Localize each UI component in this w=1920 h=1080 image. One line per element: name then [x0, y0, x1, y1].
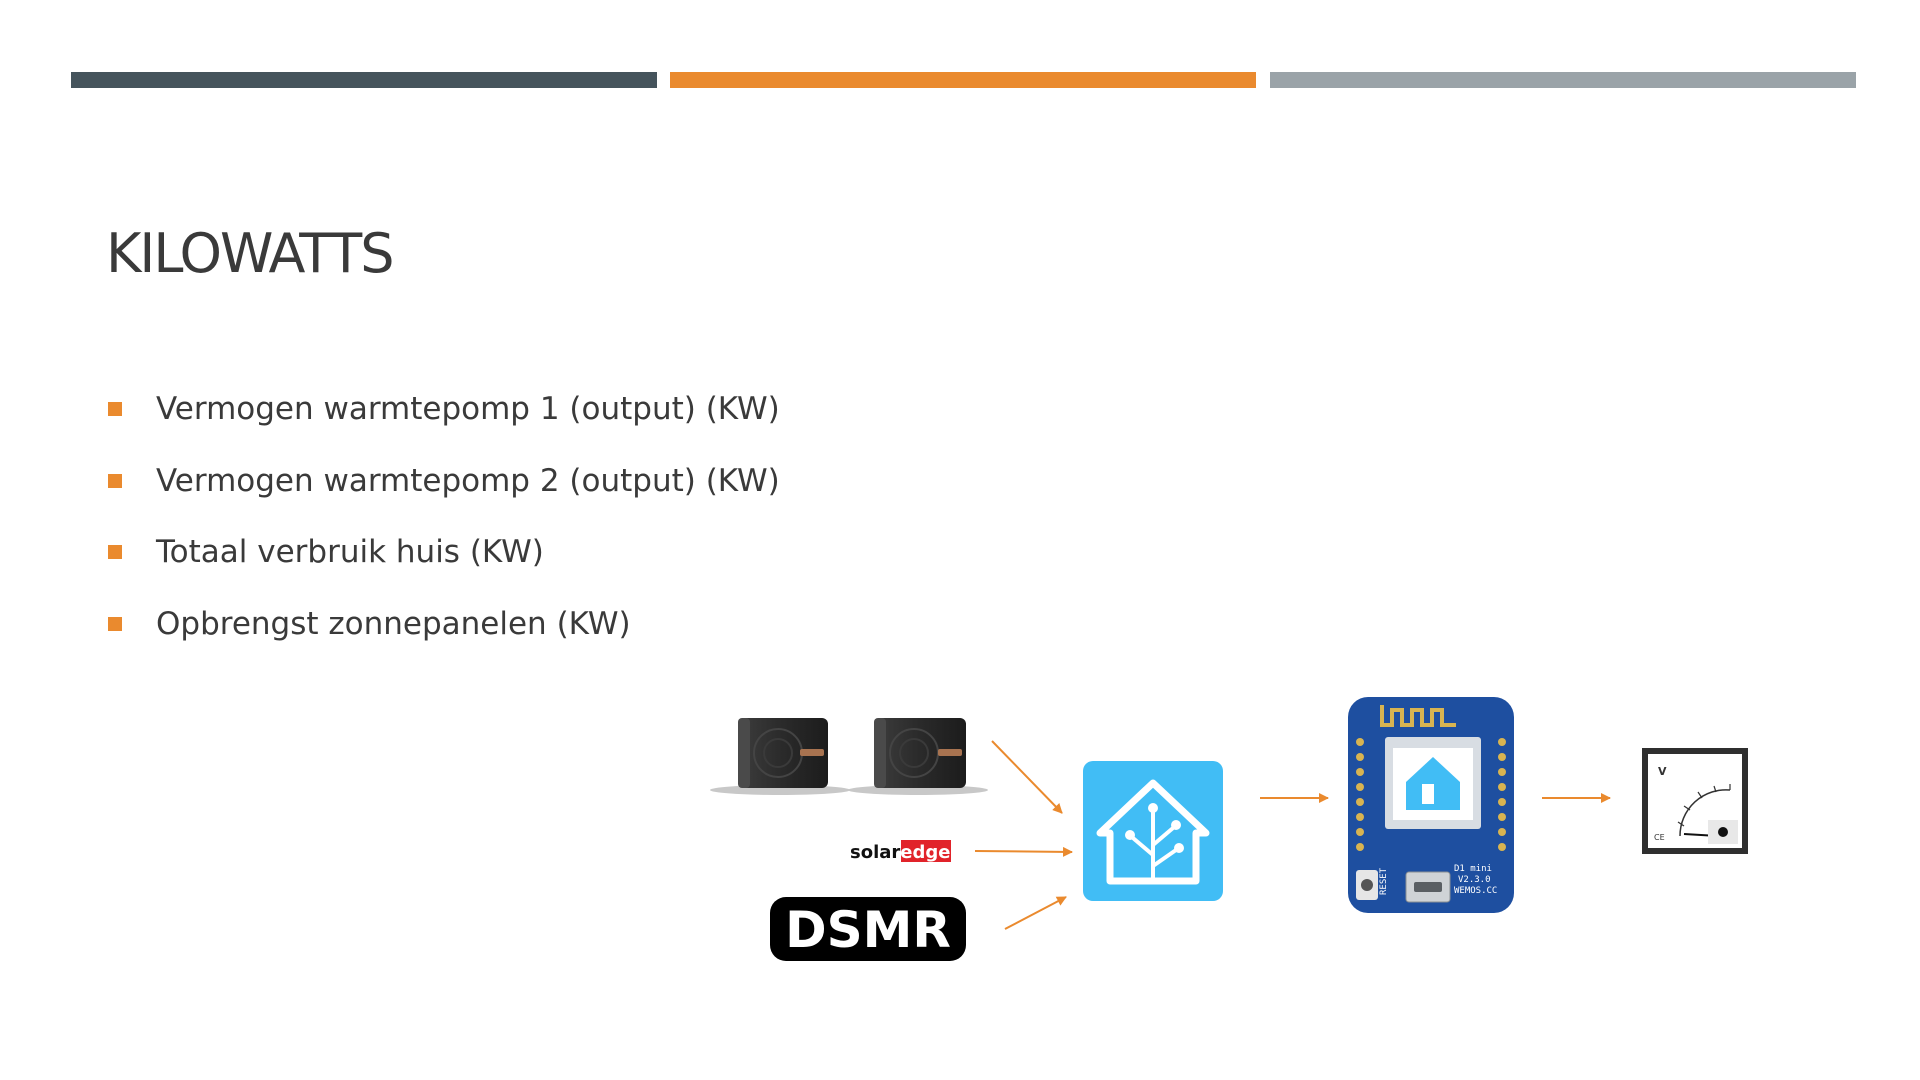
wemos-reset-text: RESET [1379, 867, 1389, 895]
bullet-text: Opbrengst zonnepanelen (KW) [156, 605, 631, 642]
bullet-square-icon [108, 545, 122, 559]
slide-title: KILOWATTS [106, 222, 394, 285]
meter-ce-mark: CE [1654, 833, 1665, 842]
bullet-square-icon [108, 616, 122, 631]
bullet-item: Vermogen warmtepomp 2 (output) (KW) [108, 460, 780, 532]
arrow-dsmr-to-ha [1004, 896, 1067, 930]
home-assistant-icon [1083, 761, 1223, 901]
analog-voltmeter-icon: V CE [1642, 748, 1748, 854]
bullet-square-icon [108, 473, 122, 488]
bullet-text: Vermogen warmtepomp 2 (output) (KW) [156, 462, 780, 499]
heat-pump-2-icon [848, 718, 988, 795]
bullet-item: Vermogen warmtepomp 1 (output) (KW) [108, 388, 780, 460]
meter-unit-label: V [1658, 765, 1667, 778]
solaredge-part1: solar [850, 842, 900, 863]
bullet-item: Totaal verbruik huis (KW) [108, 531, 780, 603]
dsmr-logo: DSMR [770, 897, 966, 961]
bullet-text: Vermogen warmtepomp 1 (output) (KW) [156, 391, 780, 427]
bullet-square-icon [108, 402, 122, 416]
solaredge-part2: edge [900, 842, 950, 863]
wemos-d1-mini-board: D1 mini V2.3.0 WEMOS.CC RESET [1348, 697, 1514, 913]
top-bar-gray [1270, 72, 1856, 88]
bullet-list: Vermogen warmtepomp 1 (output) (KW) Verm… [108, 388, 780, 674]
arrow-heatpumps-to-ha [991, 740, 1063, 814]
dsmr-label: DSMR [785, 901, 951, 959]
bullet-item: Opbrengst zonnepanelen (KW) [108, 603, 780, 675]
heat-pump-1-icon [710, 718, 850, 795]
wemos-model-text: D1 mini [1454, 864, 1492, 874]
arrow-solaredge-to-ha [974, 846, 1073, 857]
solaredge-logo: solaredge [850, 840, 951, 863]
wemos-site-text: WEMOS.CC [1454, 886, 1497, 896]
top-bar-dark [71, 72, 657, 88]
top-bar-orange [670, 72, 1256, 88]
bullet-text: Totaal verbruik huis (KW) [156, 534, 544, 570]
svg-text:solaredge: solaredge [850, 842, 950, 863]
wemos-version-text: V2.3.0 [1458, 875, 1491, 885]
